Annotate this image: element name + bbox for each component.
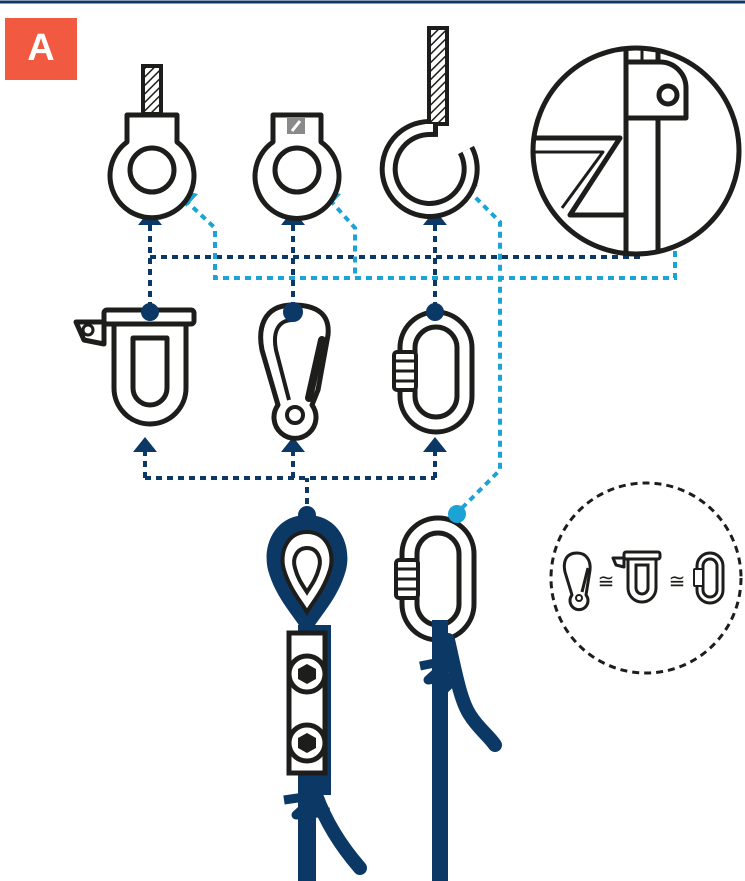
navy-arrowhead [281, 437, 305, 452]
equivalence-symbol: ≅ [598, 571, 615, 593]
cyan-link-line [456, 188, 502, 514]
threaded-eye-bolt-icon [107, 64, 197, 221]
open-eye-hook-icon [379, 26, 480, 219]
equivalence-symbol: ≅ [669, 571, 686, 593]
cyan-link-line [183, 127, 677, 280]
navy-arrowhead [423, 437, 447, 452]
mini-quick-link-icon [693, 551, 725, 605]
rope-quick-link-knot-icon [394, 505, 502, 881]
wire-thimble-clamp-icon [266, 506, 367, 881]
snap-hook-icon [258, 302, 331, 441]
d-shackle-icon [73, 303, 197, 427]
quick-link-icon [392, 303, 475, 435]
panel-badge: A [5, 18, 77, 80]
panel-badge-background [5, 18, 77, 80]
mini-snap-hook-icon [562, 551, 592, 612]
mini-d-shackle-icon [611, 550, 662, 604]
panel-letter: A [27, 27, 54, 69]
eye-nut-icon [252, 112, 342, 221]
navy-arrowhead [133, 437, 157, 452]
equivalence-legend: ≅ ≅ [549, 481, 743, 675]
cyan-link-line [328, 198, 357, 278]
mast-fitting-detail-icon [530, 45, 742, 257]
